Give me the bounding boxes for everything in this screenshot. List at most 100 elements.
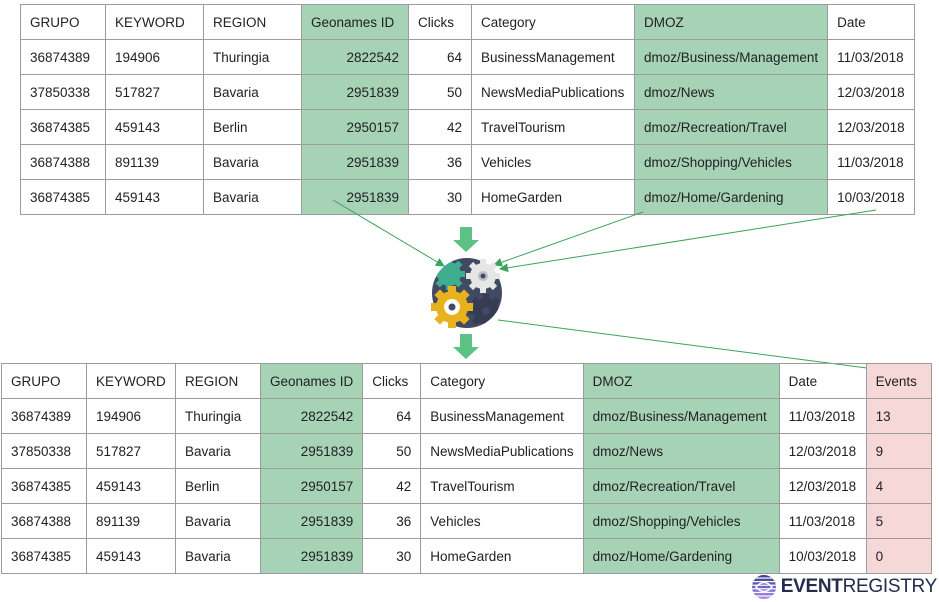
table-cell: 459143 bbox=[105, 109, 204, 145]
column-header: REGION bbox=[175, 363, 261, 399]
table-cell: 2951839 bbox=[301, 144, 409, 180]
table-cell: 42 bbox=[362, 468, 422, 504]
table-cell: 891139 bbox=[105, 144, 204, 180]
table-cell: Berlin bbox=[175, 468, 261, 504]
column-header: KEYWORD bbox=[105, 4, 204, 40]
table-cell: HomeGarden bbox=[471, 179, 635, 215]
table-cell: 30 bbox=[362, 538, 422, 574]
table-cell: Bavaria bbox=[175, 433, 261, 469]
table-cell: 36874385 bbox=[1, 538, 87, 574]
table-cell: 4 bbox=[865, 468, 932, 504]
table-cell: 11/03/2018 bbox=[778, 503, 867, 539]
table-cell: 36 bbox=[408, 144, 472, 180]
logo-text-light: REGISTRY bbox=[842, 576, 938, 597]
table-cell: dmoz/Recreation/Travel bbox=[582, 468, 780, 504]
table-cell: Bavaria bbox=[175, 538, 261, 574]
table-cell: 10/03/2018 bbox=[827, 179, 916, 215]
column-header: GRUPO bbox=[1, 363, 87, 399]
table-cell: dmoz/Home/Gardening bbox=[582, 538, 780, 574]
down-arrow-icon-top bbox=[453, 227, 479, 252]
table-cell: 12/03/2018 bbox=[827, 74, 916, 110]
table-cell: 2822542 bbox=[301, 39, 409, 75]
column-header: KEYWORD bbox=[86, 363, 176, 399]
table-cell: dmoz/News bbox=[582, 433, 780, 469]
table-cell: 891139 bbox=[86, 503, 176, 539]
table-cell: 12/03/2018 bbox=[827, 109, 916, 145]
event-registry-logo: EVENTREGISTRY bbox=[750, 573, 937, 601]
column-header: Category bbox=[471, 4, 635, 40]
table-cell: 36874389 bbox=[1, 398, 87, 434]
table-cell: Bavaria bbox=[203, 144, 302, 180]
table-cell: 2950157 bbox=[259, 468, 364, 504]
table-cell: 2951839 bbox=[259, 433, 364, 469]
table-cell: 13 bbox=[865, 398, 932, 434]
event-registry-logo-icon bbox=[751, 575, 776, 599]
column-header: DMOZ bbox=[582, 363, 780, 399]
column-header: Events bbox=[865, 363, 932, 399]
table-cell: 2950157 bbox=[301, 109, 409, 145]
table-cell: BusinessManagement bbox=[471, 39, 635, 75]
table-cell: Thuringia bbox=[203, 39, 302, 75]
table-cell: 517827 bbox=[86, 433, 176, 469]
table-cell: 2951839 bbox=[259, 503, 364, 539]
table-cell: dmoz/Shopping/Vehicles bbox=[582, 503, 780, 539]
table-cell: 12/03/2018 bbox=[778, 468, 867, 504]
down-arrow-icon-bottom bbox=[453, 334, 479, 359]
arrow-processor-to-events bbox=[497, 319, 891, 375]
table-cell: 2951839 bbox=[301, 74, 409, 110]
table-cell: 50 bbox=[408, 74, 472, 110]
column-header: Category bbox=[420, 363, 584, 399]
gears-icon bbox=[431, 258, 502, 328]
column-header: Geonames ID bbox=[259, 363, 364, 399]
table-cell: 459143 bbox=[86, 468, 176, 504]
column-header: GRUPO bbox=[20, 4, 106, 40]
table-cell: 11/03/2018 bbox=[778, 398, 867, 434]
table-cell: TravelTourism bbox=[420, 468, 584, 504]
table-cell: 2822542 bbox=[259, 398, 364, 434]
arrow-dmoz-to-processor bbox=[493, 211, 644, 267]
column-header: Date bbox=[778, 363, 867, 399]
table-cell: 2951839 bbox=[259, 538, 364, 574]
table-cell: 517827 bbox=[105, 74, 204, 110]
arrow-geonames-to-processor bbox=[332, 199, 445, 267]
table-cell: dmoz/Shopping/Vehicles bbox=[633, 144, 829, 180]
table-cell: 36874385 bbox=[20, 109, 106, 145]
table-cell: 12/03/2018 bbox=[778, 433, 867, 469]
table-cell: dmoz/Home/Gardening bbox=[633, 179, 829, 215]
arrow-date-to-processor bbox=[499, 209, 877, 273]
table-cell: 459143 bbox=[105, 179, 204, 215]
table-cell: 459143 bbox=[86, 538, 176, 574]
table-cell: 9 bbox=[865, 433, 932, 469]
table-cell: dmoz/Business/Management bbox=[582, 398, 780, 434]
column-header: DMOZ bbox=[633, 4, 829, 40]
table-cell: 10/03/2018 bbox=[778, 538, 867, 574]
table-cell: 36874388 bbox=[1, 503, 87, 539]
table-cell: HomeGarden bbox=[420, 538, 584, 574]
table-cell: 194906 bbox=[105, 39, 204, 75]
table-cell: 36874385 bbox=[20, 179, 106, 215]
table-cell: Bavaria bbox=[175, 503, 261, 539]
table-cell: Thuringia bbox=[175, 398, 261, 434]
table-cell: Berlin bbox=[203, 109, 302, 145]
table-cell: 64 bbox=[362, 398, 422, 434]
table-cell: 30 bbox=[408, 179, 472, 215]
table-cell: 194906 bbox=[86, 398, 176, 434]
logo-text-bold: EVENT bbox=[780, 576, 843, 597]
table-cell: 0 bbox=[865, 538, 932, 574]
column-header: Clicks bbox=[362, 363, 422, 399]
